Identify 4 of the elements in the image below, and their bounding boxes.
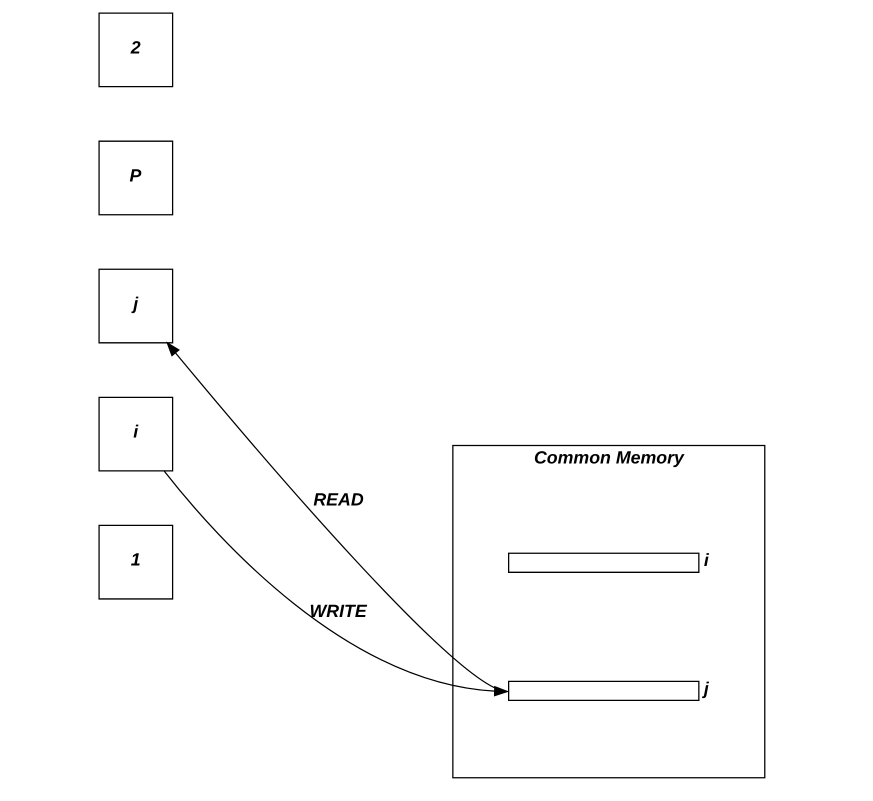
edge-label: WRITE — [309, 600, 366, 621]
edge-label: READ — [312, 489, 364, 510]
node-label: j — [703, 678, 708, 698]
node-label: i — [703, 550, 708, 570]
